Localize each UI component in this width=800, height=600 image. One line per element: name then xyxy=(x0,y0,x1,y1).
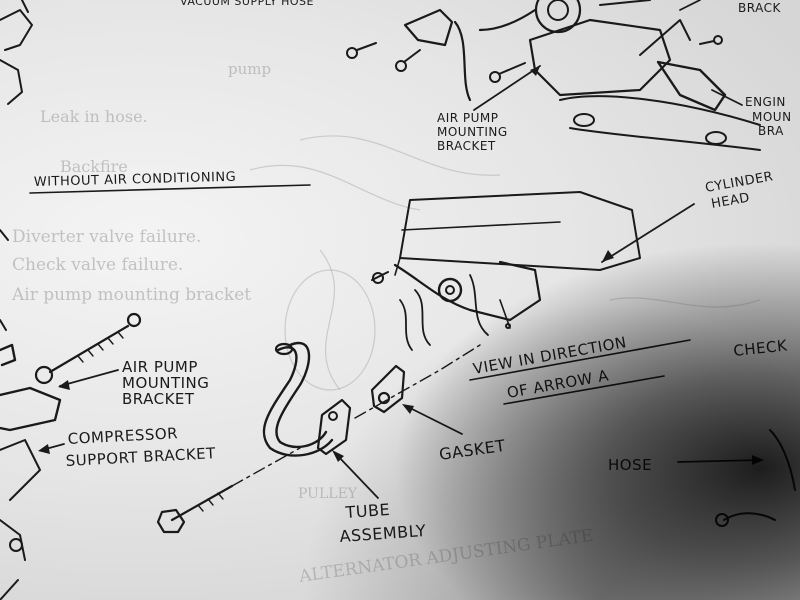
label-tube: ASSEMBLY xyxy=(339,521,427,546)
label-hose: HOSE xyxy=(608,456,652,474)
label-gasket: GASKET xyxy=(438,436,507,464)
bleed-line: Air pump mounting bracket xyxy=(11,285,251,305)
label-check: CHECK xyxy=(733,336,789,360)
air-pump-drawing xyxy=(346,0,761,151)
bleed-line: Diverter valve failure. xyxy=(12,227,201,247)
cylinder-head-drawing xyxy=(371,191,695,351)
label-tube: TUBE xyxy=(344,500,391,522)
bleed-line: pump xyxy=(228,60,271,78)
bolt xyxy=(346,42,377,59)
bleed-line: Leak in hose. xyxy=(40,107,148,126)
label-engine-mount: ENGIN xyxy=(745,95,786,109)
bleed-line: Check valve failure. xyxy=(12,255,183,275)
label-compressor: SUPPORT BRACKET xyxy=(65,444,216,470)
label-air-pump-left: BRACKET xyxy=(122,390,195,408)
hose-drawing xyxy=(677,429,796,527)
bleed-line: PULLEY xyxy=(298,486,358,502)
bolt xyxy=(699,35,723,45)
label-vacuum-supply-hose: VACUUM SUPPLY HOSE xyxy=(180,0,314,8)
label-air-pump-top: AIR PUMP xyxy=(437,111,499,125)
label-engine-mount: MOUN xyxy=(752,110,792,124)
top-left-bracket-drawing xyxy=(0,0,33,105)
bolt xyxy=(395,49,421,72)
tube-assembly-drawing xyxy=(156,341,481,534)
edge-marks xyxy=(0,229,9,331)
label-view-direction: OF ARROW A xyxy=(506,366,611,402)
label-air-pump-top: BRACKET xyxy=(437,139,496,153)
label-engine-mount: BRA xyxy=(758,124,784,138)
label-compressor: COMPRESSOR xyxy=(67,424,178,448)
label-bracket-top-right: BRACK xyxy=(738,1,781,15)
label-air-pump-top: MOUNTING xyxy=(437,125,508,139)
